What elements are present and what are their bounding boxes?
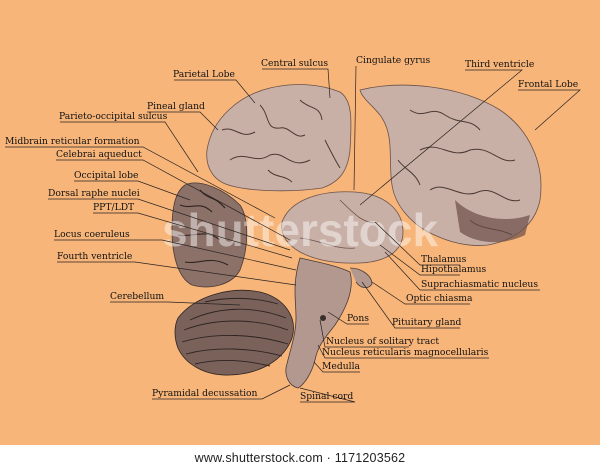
label-cerebellum: Cerebellum — [110, 291, 165, 302]
label-pituitary-gland: Pituitary gland — [392, 317, 462, 328]
label-pineal-gland: Pineal gland — [147, 101, 205, 112]
leader-lines — [5, 65, 581, 403]
occipital-lobe-shape — [171, 182, 248, 288]
frontal-lobe-shape — [359, 84, 542, 246]
label-ppt-ldt: PPT/LDT — [93, 202, 135, 213]
label-nucleus-reticularis: Nucleus reticularis magnocellularis — [322, 347, 489, 358]
label-central-sulcus: Central sulcus — [261, 58, 329, 69]
label-third-ventricle: Third ventricle — [465, 59, 535, 70]
cerebellum-shape — [174, 289, 294, 376]
label-fourth-ventricle: Fourth ventricle — [57, 251, 133, 262]
label-dorsal-raphe-nuclei: Dorsal raphe nuclei — [48, 188, 140, 199]
label-pyramidal-decussation: Pyramidal decussation — [152, 388, 258, 399]
stock-footer: www.shutterstock.com · 1171203562 — [0, 445, 600, 470]
label-suprachiasmatic-nucleus: Suprachiasmatic nucleus — [421, 279, 539, 290]
label-nucleus-solitary-tract: Nucleus of solitary tract — [326, 336, 440, 347]
label-pons: Pons — [347, 313, 369, 324]
label-medulla: Medulla — [322, 361, 360, 372]
label-locus-coeruleus: Locus coeruleus — [54, 229, 130, 240]
label-parietal-lobe: Parietal Lobe — [173, 69, 235, 80]
label-optic-chiasma: Optic chiasma — [406, 293, 473, 304]
label-midbrain-reticular-formation: Midbrain reticular formation — [5, 136, 140, 147]
brainstem-shape — [285, 257, 373, 389]
label-frontal-lobe: Frontal Lobe — [518, 79, 579, 90]
illustration-canvas: shutterstock — [0, 0, 600, 445]
thalamus-shape — [281, 191, 404, 264]
brain-illustration: shutterstock — [5, 65, 581, 403]
label-parieto-occipital-sulcus: Parieto-occipital sulcus — [59, 111, 168, 122]
label-cingulate-gyrus: Cingulate gyrus — [356, 55, 431, 66]
watermark-text: shutterstock — [162, 204, 438, 256]
parietal-lobe-shape — [206, 84, 352, 192]
label-spinal-cord: Spinal cord — [300, 391, 354, 402]
label-thalamus: Thalamus — [421, 254, 467, 265]
label-occipital-lobe: Occipital lobe — [74, 170, 139, 181]
label-hipothalamus: Hipothalamus — [421, 264, 487, 275]
label-celebrai-aqueduct: Celebrai aqueduct — [56, 149, 142, 160]
footer-text: www.shutterstock.com · 1171203562 — [194, 451, 406, 465]
